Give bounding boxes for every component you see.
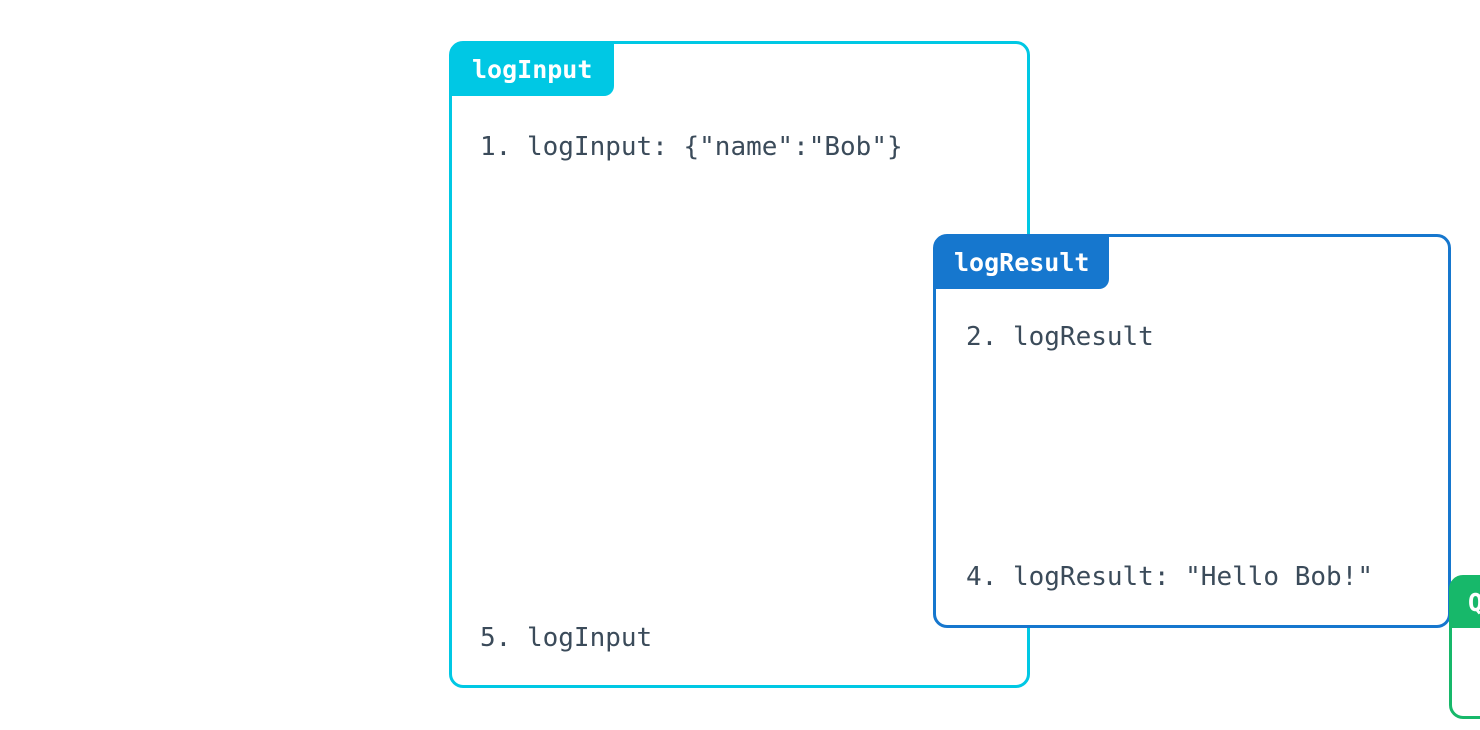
- trace-box-query-hello: Query.hello 3. resolver: hello: [1449, 575, 1480, 719]
- log-line-2: 2. logResult: [966, 322, 1154, 352]
- trace-tab-query-hello: Query.hello: [1450, 576, 1480, 628]
- log-line-4: 4. logResult: "Hello Bob!": [966, 562, 1373, 592]
- log-line-1: 1. logInput: {"name":"Bob"}: [480, 132, 903, 162]
- log-line-5: 5. logInput: [480, 623, 653, 653]
- trace-tab-query-hello-label: Query.hello: [1468, 587, 1480, 617]
- trace-tab-loginput-label: logInput: [472, 54, 593, 84]
- trace-tab-loginput: logInput: [450, 42, 615, 96]
- trace-tab-logresult: logResult: [934, 235, 1110, 289]
- trace-box-loginput: logInput 1. logInput: {"name":"Bob"} log…: [449, 41, 1480, 719]
- trace-tab-logresult-label: logResult: [954, 247, 1090, 277]
- trace-box-logresult: logResult 2. logResult Query.hello 3. re…: [933, 234, 1480, 719]
